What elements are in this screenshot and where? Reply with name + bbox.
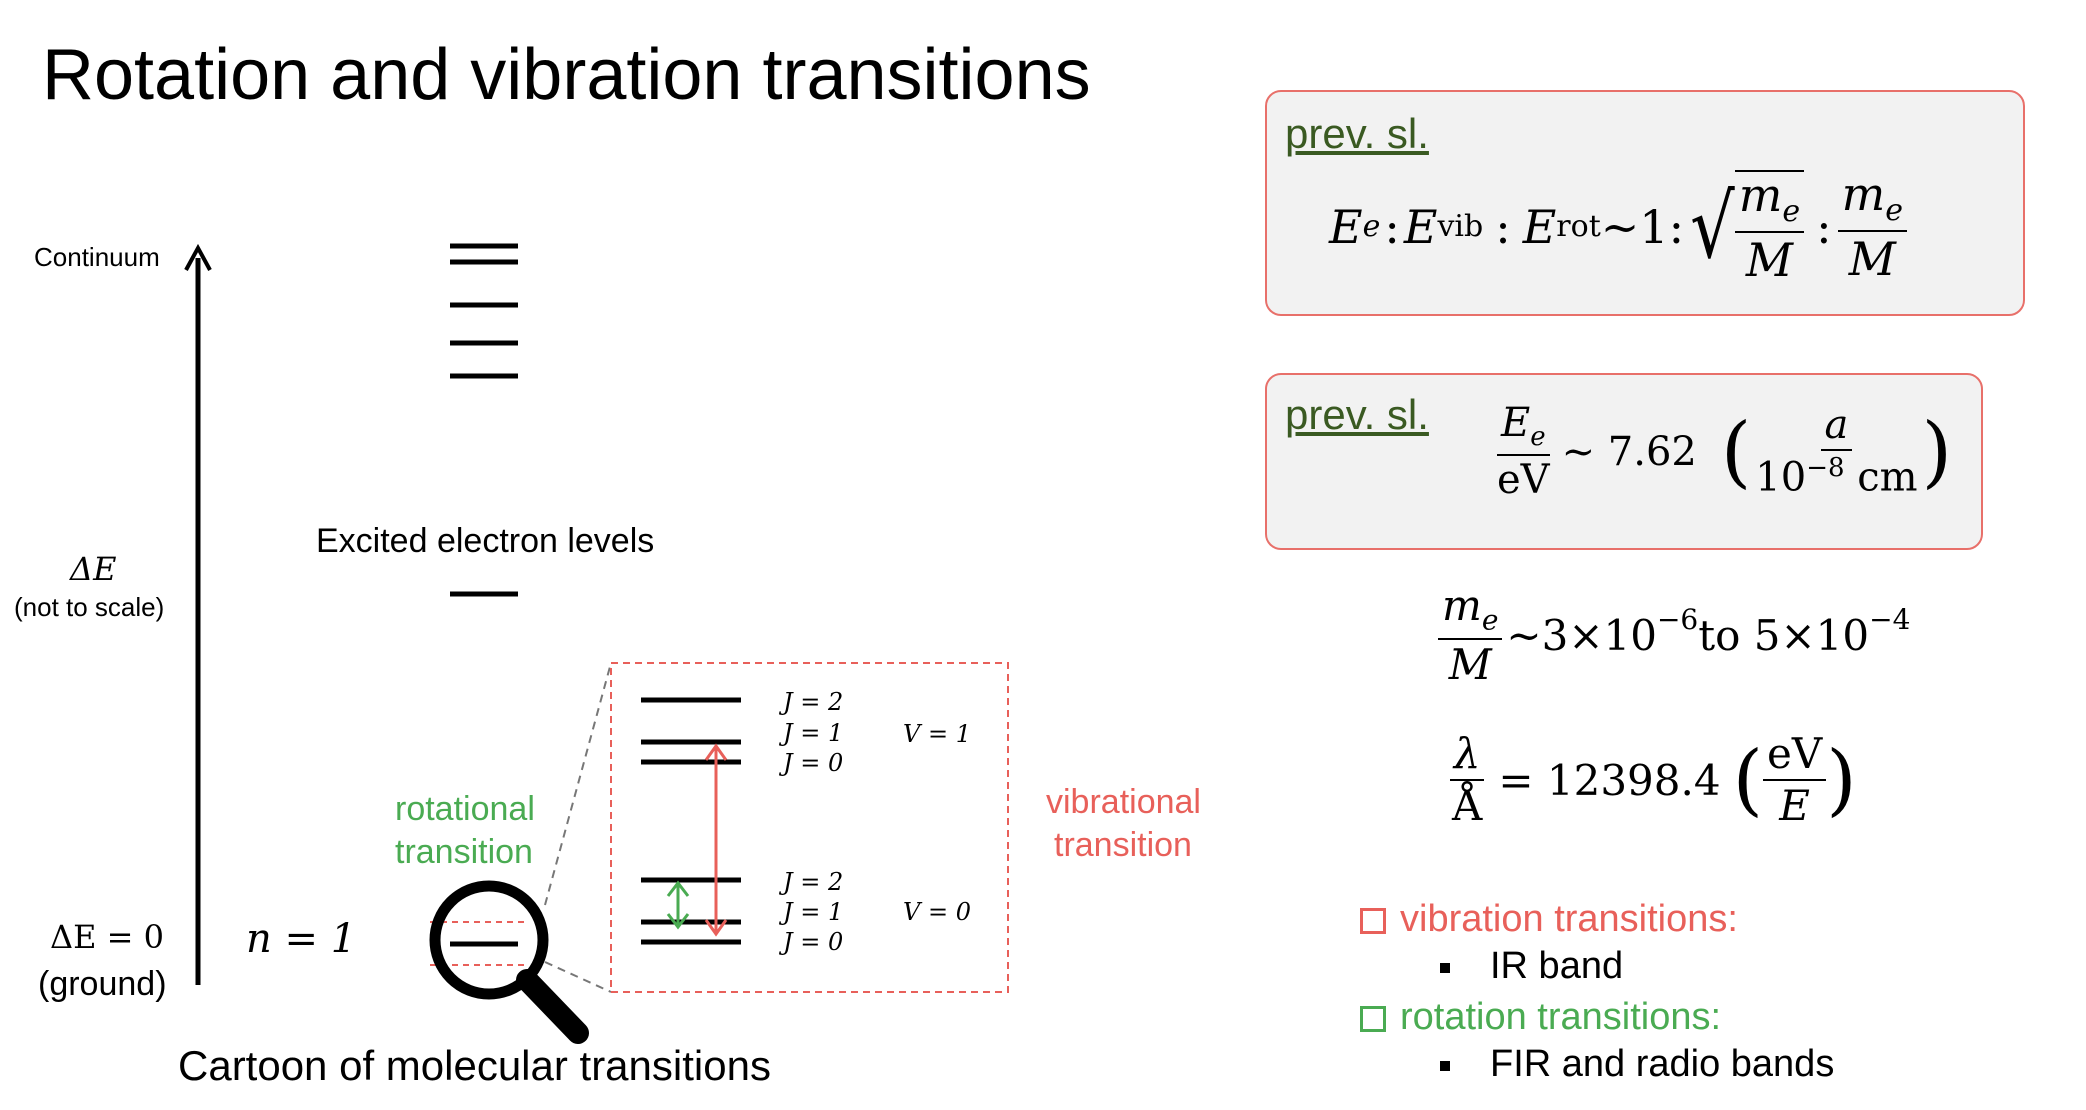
lower-v-label: V = 0 (903, 898, 971, 926)
not-to-scale-label: (not to scale) (14, 592, 165, 622)
upper-vibrational-levels (641, 697, 741, 765)
delta-e-label: ΔE (70, 550, 117, 588)
continuum-levels (450, 243, 518, 379)
magnifier-icon (429, 880, 589, 1044)
vibration-heading: vibration transitions: (1360, 898, 1738, 941)
diagram-caption: Cartoon of molecular transitions (178, 1042, 771, 1089)
excited-levels-label: Excited electron levels (316, 522, 655, 560)
upper-j1-label: J = 1 (778, 719, 843, 747)
rotational-label-line2: transition (395, 833, 533, 871)
energy-level-diagram: J = 2 J = 1 J = 0 V = 1 J = 2 J = 1 J = … (184, 243, 1009, 1044)
lower-j0-label: J = 0 (778, 928, 843, 956)
lower-j1-label: J = 1 (778, 898, 843, 926)
slide-title: Rotation and vibration transitions (42, 35, 1091, 115)
vibrational-label-line1: vibrational (1046, 783, 1201, 821)
rotation-item: FIR and radio bands (1440, 1043, 1834, 1086)
rotation-heading: rotation transitions: (1360, 996, 1721, 1039)
continuum-label: Continuum (34, 242, 160, 272)
ground-eq-label: ΔE = 0 (50, 918, 164, 956)
zoom-guide-bottom (544, 961, 612, 993)
energy-axis-arrowhead (184, 243, 212, 271)
prev-slide-label-2: prev. sl. (1285, 391, 1429, 438)
lower-j2-label: J = 2 (778, 868, 843, 896)
lower-vibrational-levels (641, 877, 741, 945)
rotational-arrow (666, 880, 690, 930)
vibrational-label-line2: transition (1054, 826, 1192, 864)
checkbox-square-icon (1360, 1005, 1386, 1032)
vibrational-arrow (704, 743, 728, 937)
electron-energy-equation: Ee eV ~ 7.62 ( a 10−8 cm ) (1496, 400, 1953, 503)
bullet-square-icon (1440, 1060, 1450, 1071)
zoom-guide-top (544, 662, 612, 906)
sqrt-symbol: √ (1690, 175, 1735, 278)
mass-fraction: me M (1837, 171, 1907, 282)
upper-j0-label: J = 0 (778, 749, 843, 777)
n-equals-1-label: n = 1 (246, 916, 357, 962)
electron-energy-box: prev. sl. Ee eV ~ 7.62 ( a 10−8 cm ) (1265, 373, 1983, 550)
wavelength-energy-relation: λ Å = 12398.4 ( eV E ) (1448, 733, 1857, 827)
sqrt-fraction: me M (1734, 170, 1805, 283)
ground-label: (ground) (38, 965, 167, 1003)
mass-ratio-range: me M ~3×10−6 to 5×10−4 (1438, 585, 1910, 686)
upper-v-label: V = 1 (903, 720, 971, 748)
inset-box (610, 662, 1009, 993)
prev-slide-label: prev. sl. (1285, 110, 1429, 157)
rotational-label-line1: rotational (395, 790, 535, 828)
vibration-item: IR band (1440, 945, 1623, 988)
checkbox-square-icon (1360, 907, 1386, 934)
upper-j2-label: J = 2 (778, 688, 843, 716)
bullet-square-icon (1440, 962, 1450, 973)
